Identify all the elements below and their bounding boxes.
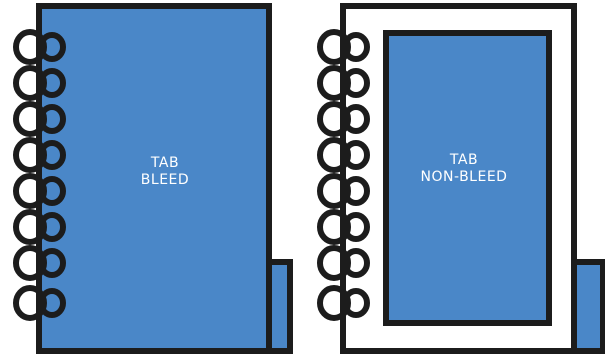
non-bleed-side-tab: [573, 262, 603, 351]
non-bleed-label-line2: NON-BLEED: [421, 169, 508, 185]
non-bleed-notebook: TAB NON-BLEED: [320, 6, 603, 351]
bleed-label-line1: TAB: [150, 155, 179, 171]
bleed-label-line2: BLEED: [141, 172, 189, 188]
bleed-notebook: TAB BLEED: [16, 6, 290, 351]
non-bleed-label-line1: TAB: [449, 152, 478, 168]
bleed-side-tab: [269, 262, 290, 351]
